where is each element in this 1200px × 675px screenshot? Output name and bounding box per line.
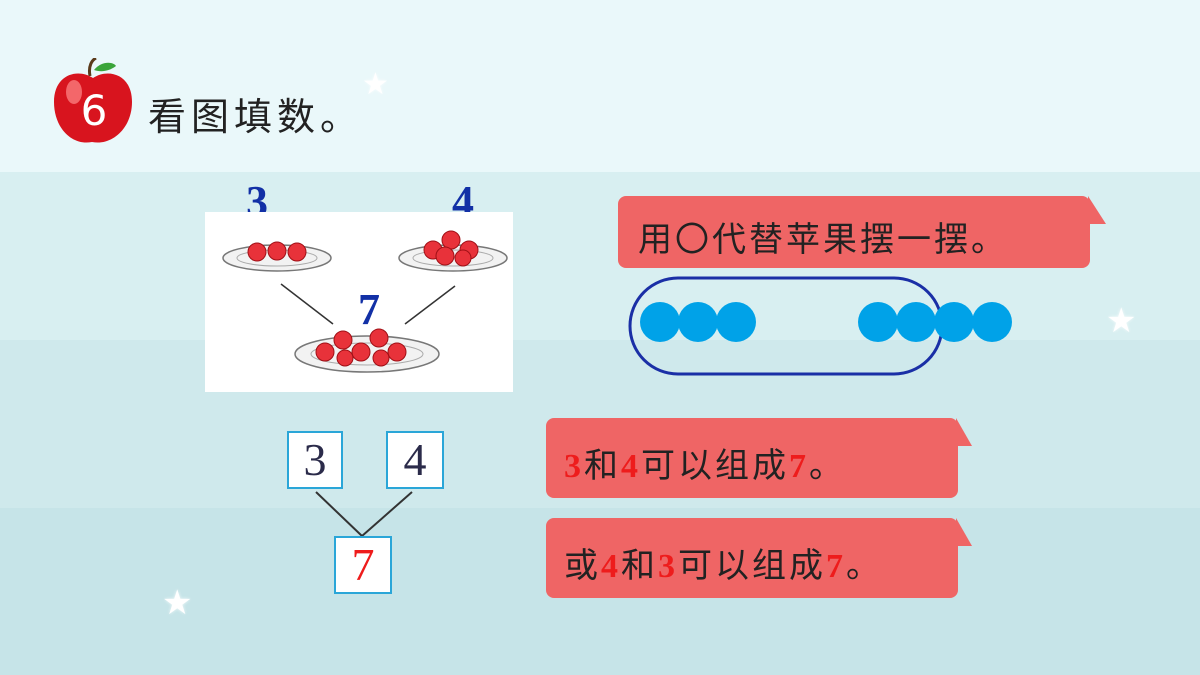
bond-bottom-box: 7 bbox=[334, 536, 392, 594]
counter-circle-left bbox=[640, 302, 680, 342]
star-icon: ★ bbox=[1106, 301, 1137, 341]
counter-circle-right bbox=[858, 302, 898, 342]
end-mark: 。 bbox=[846, 546, 883, 586]
hint-text: 用〇代替苹果摆一摆。 bbox=[638, 220, 1008, 260]
hint-speech-bubble: 用〇代替苹果摆一摆。 bbox=[618, 196, 1106, 268]
left-apples bbox=[247, 241, 307, 262]
total-count-label: 7 bbox=[358, 285, 380, 334]
counter-circle-right bbox=[896, 302, 936, 342]
middle-text: 可以组成 bbox=[678, 546, 826, 586]
right-apples bbox=[423, 230, 479, 267]
answer-bubble-1: 3和4可以组成7。 bbox=[546, 418, 972, 498]
addend-b: 4 bbox=[621, 448, 641, 485]
star-icon: ★ bbox=[162, 583, 193, 623]
and-word: 和 bbox=[621, 546, 658, 586]
right-connector-line bbox=[404, 285, 456, 325]
counter-circle-right bbox=[972, 302, 1012, 342]
star-icon: ★ bbox=[362, 67, 389, 102]
middle-text: 可以组成 bbox=[641, 446, 789, 486]
circles-diagram bbox=[628, 276, 1012, 376]
sum-value: 7 bbox=[789, 448, 809, 485]
sum-value: 7 bbox=[826, 548, 846, 585]
addend-b: 3 bbox=[658, 548, 678, 585]
prefix-word: 或 bbox=[564, 546, 601, 586]
problem-number: 6 bbox=[81, 86, 108, 135]
bottom-apples bbox=[315, 328, 407, 367]
bond-top-right-box: 4 bbox=[386, 431, 444, 489]
answer-bubble-2: 或4和3可以组成7。 bbox=[546, 518, 972, 598]
addend-a: 4 bbox=[601, 548, 621, 585]
counter-circle-left bbox=[716, 302, 756, 342]
bubble-tail bbox=[956, 518, 972, 546]
bubble-tail bbox=[1088, 196, 1106, 224]
and-word: 和 bbox=[584, 446, 621, 486]
page-title: 看图填数。 bbox=[148, 95, 364, 139]
apple-number-icon: 6 bbox=[54, 58, 132, 143]
apple-plates-picture bbox=[205, 212, 513, 392]
addend-a: 3 bbox=[564, 448, 584, 485]
background-band-1 bbox=[0, 0, 1200, 172]
counter-circle-left bbox=[678, 302, 718, 342]
bond-top-left-box: 3 bbox=[287, 431, 343, 489]
bond-lines bbox=[315, 491, 413, 537]
counter-circle-right bbox=[934, 302, 974, 342]
bubble-tail bbox=[956, 418, 972, 446]
end-mark: 。 bbox=[809, 446, 846, 486]
left-connector-line bbox=[280, 283, 334, 325]
